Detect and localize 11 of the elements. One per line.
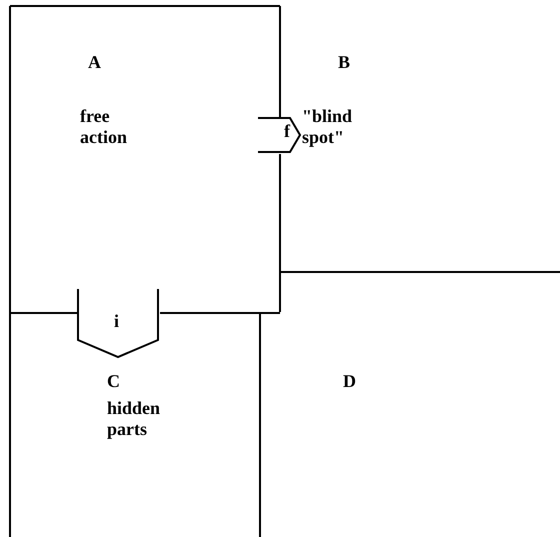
quadrant-label: "blind spot" bbox=[302, 106, 354, 148]
quadrant-label: hidden parts bbox=[107, 398, 162, 440]
tab-letter: i bbox=[114, 311, 120, 332]
quadrant-letter: C bbox=[107, 371, 121, 392]
tab-shape bbox=[77, 289, 160, 359]
quadrant-letter: B bbox=[338, 52, 352, 73]
quadrant-letter: A bbox=[88, 52, 102, 73]
quadrant-label: free action bbox=[80, 106, 128, 148]
tab-shape bbox=[258, 117, 302, 154]
tab-letter: f bbox=[284, 121, 290, 142]
quadrant-letter: D bbox=[343, 371, 357, 392]
